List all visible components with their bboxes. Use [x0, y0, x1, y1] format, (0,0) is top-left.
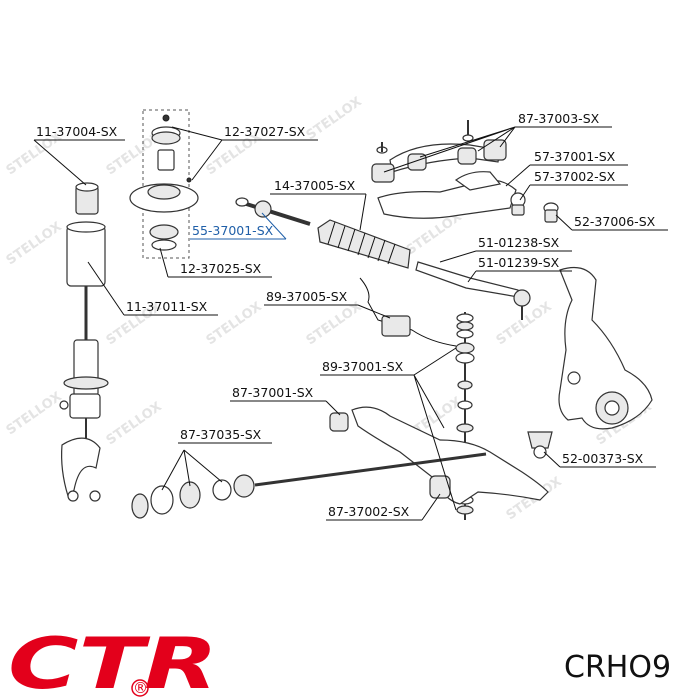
top-mount-part [129, 114, 199, 251]
part-label: 51-01239-SX [478, 255, 560, 270]
registered-circle [131, 679, 149, 697]
part-label: 14-37005-SX [274, 178, 356, 193]
brand-logo-text: CTR [8, 623, 218, 700]
part-label: 11-37004-SX [36, 124, 118, 139]
part-label: 52-37006-SX [574, 214, 656, 229]
lower-arm-part [329, 406, 549, 505]
steering-boot-part [317, 219, 411, 269]
registered-mark: ® [133, 679, 148, 697]
compression-rod-part [131, 452, 487, 519]
part-label: 51-01238-SX [478, 235, 560, 250]
part-label: 87-37035-SX [180, 427, 262, 442]
watermark-text: STELLOX [4, 389, 65, 438]
part-labels: 11-37004-SX 12-37027-SX 87-37003-SX 57-3… [36, 111, 656, 519]
part-label: 52-00373-SX [562, 451, 644, 466]
part-label: 57-37002-SX [534, 169, 616, 184]
lower-ball-joint-part [527, 431, 553, 459]
stabilizer-part [359, 277, 457, 347]
watermark-text: STELLOX [204, 299, 265, 348]
tie-rod-part [235, 197, 311, 226]
part-label: 87-37001-SX [232, 385, 314, 400]
part-label: 11-37011-SX [126, 299, 208, 314]
part-label: 12-37027-SX [224, 124, 306, 139]
part-label: 87-37003-SX [518, 111, 600, 126]
strut-part [59, 286, 109, 502]
upper-arm-part [371, 120, 517, 219]
part-label: 87-37002-SX [328, 504, 410, 519]
dust-boot-part [66, 221, 106, 287]
leader-lines [33, 126, 668, 521]
mount-kit-frame [142, 109, 190, 259]
part-label: 12-37025-SX [180, 261, 262, 276]
part-label-highlighted: 55-37001-SX [192, 223, 274, 238]
watermark-text: STELLOX [494, 299, 555, 348]
ctr-logo: CTR ® [8, 623, 218, 700]
watermark-text: STELLOX [4, 219, 65, 268]
upper-ball-joint-part [510, 192, 559, 223]
part-label: 89-37001-SX [322, 359, 404, 374]
part-label: 57-37001-SX [534, 149, 616, 164]
watermark-text: STELLOX [104, 399, 165, 448]
watermark-text: STELLOX [304, 299, 365, 348]
product-code: CRHO9 [564, 650, 671, 685]
watermark-text: STELLOX [304, 94, 365, 143]
bump-stop-part [75, 182, 99, 215]
steering-knuckle-part [558, 267, 653, 430]
part-label: 89-37005-SX [266, 289, 348, 304]
